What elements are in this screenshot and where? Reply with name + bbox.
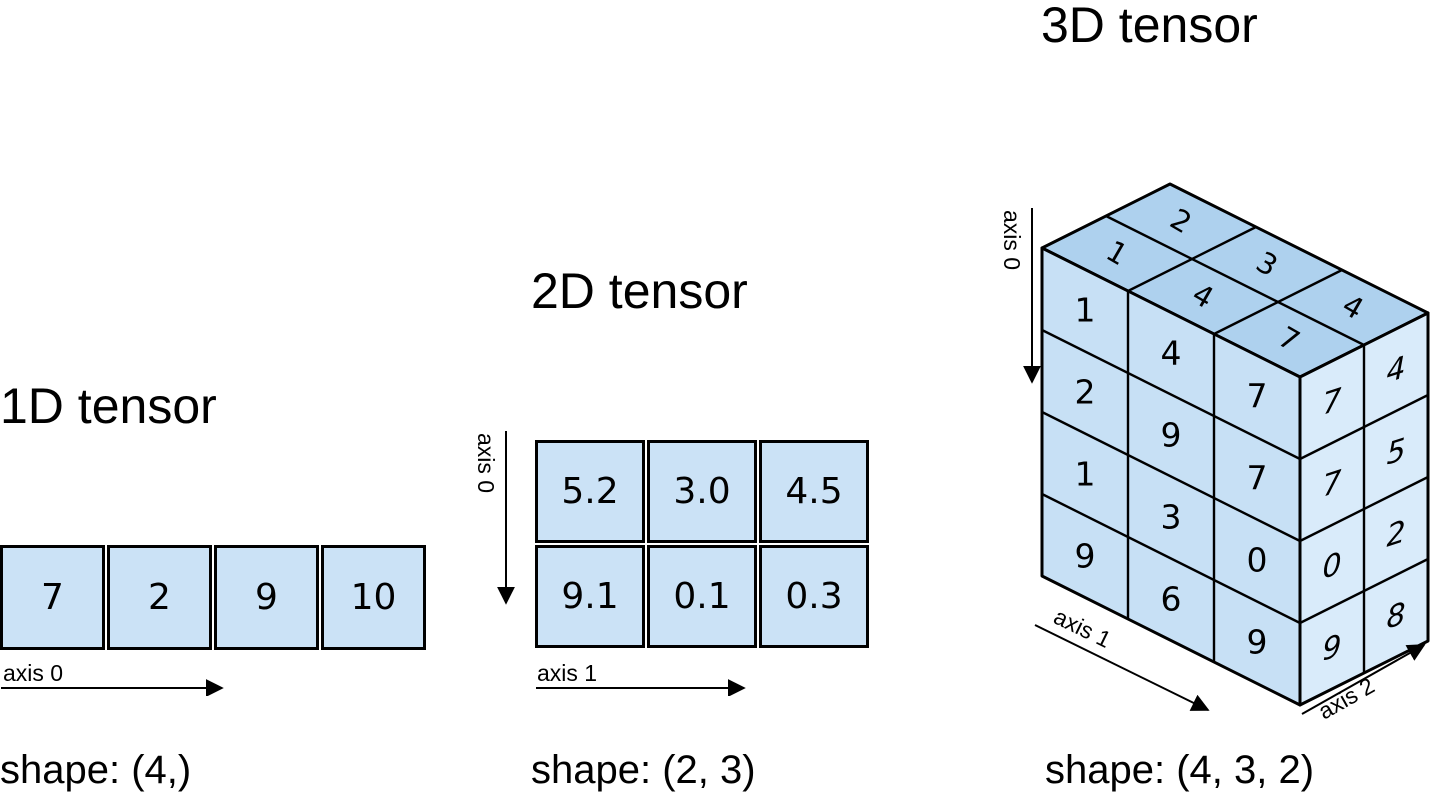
tensor2d-title: 2D tensor [531, 263, 748, 319]
cube-cell-value: 8 [1386, 595, 1405, 636]
cube-top-face-values: 1 2 4 3 7 4 [1101, 202, 1370, 359]
cube-cell-value: 1 [1075, 455, 1096, 494]
cube-right-face-values: 7 4 7 5 0 2 9 8 [1322, 349, 1405, 668]
tensor1d-title: 1D tensor [0, 378, 217, 434]
tensor1d-cell: 2 [107, 545, 212, 650]
tensor1d-shape-label: shape: (4,) [0, 748, 192, 792]
cell-value: 9.1 [561, 576, 619, 617]
cube-cell-value: 6 [1161, 580, 1182, 619]
tensor2d-shape-label: shape: (2, 3) [531, 748, 756, 792]
cube-cell-value: 7 [1322, 463, 1341, 504]
cube-cell-value: 4 [1386, 349, 1405, 390]
cell-value: 4.5 [785, 471, 843, 512]
cube-cell-value: 2 [1386, 513, 1405, 554]
cell-value: 5.2 [561, 471, 619, 512]
cube-cell-value: 9 [1247, 623, 1268, 662]
axis0-label: axis 0 [473, 433, 499, 493]
tensor2d-cell: 0.1 [647, 545, 757, 648]
axis0-label: axis 0 [3, 660, 63, 686]
cube-cell-value: 7 [1247, 459, 1268, 498]
tensor1d-cell: 9 [214, 545, 319, 650]
cell-value: 0.3 [785, 576, 843, 617]
cell-value: 7 [41, 577, 64, 618]
tensor2d-cell: 5.2 [535, 440, 645, 543]
cube-cell-value: 3 [1161, 498, 1182, 537]
cube-cell-value: 4 [1161, 334, 1182, 373]
axis1-label: axis 1 [1050, 603, 1115, 653]
cube-cell-value: 2 [1075, 373, 1096, 412]
cube-cell-value: 0 [1247, 541, 1268, 580]
cell-value: 3.0 [673, 471, 731, 512]
axis2-arrow-line [1301, 644, 1426, 715]
tensor1d-axis0-arrow: axis 0 [1, 660, 224, 696]
cube-cell-value: 9 [1322, 627, 1341, 668]
tensor2d-cell: 9.1 [535, 545, 645, 648]
tensor1d-cell: 7 [0, 545, 105, 650]
cell-value: 10 [350, 577, 397, 618]
cube-cell-value: 1 [1075, 291, 1096, 330]
cube-cell-value: 7 [1247, 377, 1268, 416]
cube-cell-value: 5 [1386, 431, 1405, 472]
tensor2d-cell: 4.5 [759, 440, 869, 543]
tensor1d-cell: 10 [321, 545, 426, 650]
cube-grid-lines [1041, 214, 1429, 673]
tensor3d-cube: 1 2 4 3 7 4 1 4 7 2 9 7 1 3 0 9 6 9 7 4 … [999, 182, 1430, 724]
tensor1d-array: 7 2 9 10 [0, 545, 426, 650]
cell-value: 9 [255, 577, 278, 618]
tensor3d-shape-label: shape: (4, 3, 2) [1045, 748, 1315, 792]
axis1-arrow-line [1034, 624, 1210, 711]
tensor2d-cell: 3.0 [647, 440, 757, 543]
tensor2d-axis1-arrow: axis 1 [536, 660, 746, 696]
cube-cell-value: 0 [1322, 545, 1341, 586]
axis1-label: axis 1 [537, 660, 597, 686]
tensor2d-axis0-arrow: axis 0 [473, 431, 515, 605]
axis0-label: axis 0 [999, 210, 1025, 270]
cube-cell-value: 7 [1322, 381, 1341, 422]
tensor3d-title: 3D tensor [1041, 0, 1258, 53]
tensor2d-matrix: 5.2 3.0 4.5 9.1 0.1 0.3 [535, 440, 869, 648]
cell-value: 2 [148, 577, 171, 618]
tensor2d-cell: 0.3 [759, 545, 869, 648]
cell-value: 0.1 [673, 576, 731, 617]
cube-cell-value: 9 [1161, 416, 1182, 455]
cube-cell-value: 9 [1075, 537, 1096, 576]
cube-front-face-values: 1 4 7 2 9 7 1 3 0 9 6 9 [1075, 291, 1268, 662]
